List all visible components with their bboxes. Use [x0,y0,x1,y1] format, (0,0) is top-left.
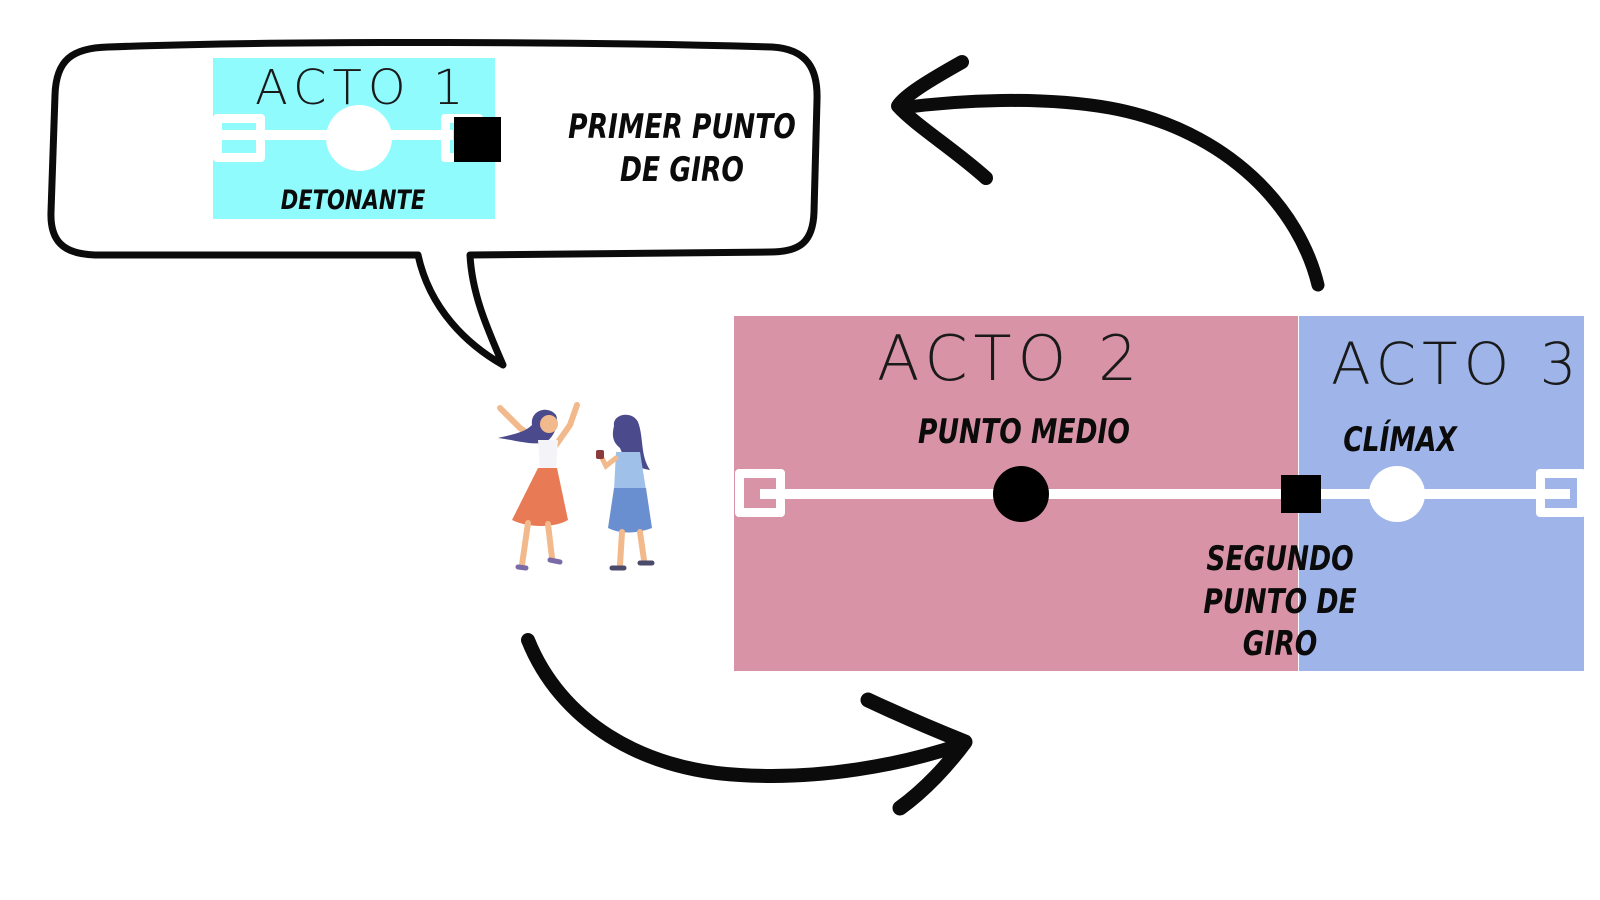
act1-marker-label: DETONANTE [280,185,426,216]
midpoint-label: PUNTO MEDIO [918,412,1130,452]
act2-start-marker [735,469,785,517]
forward-arrow [521,633,967,783]
return-arrow [893,93,1325,292]
climax-marker [1369,466,1425,522]
first-turning-point-label: PRIMER PUNTO DE GIRO [568,107,796,190]
act3-title: ACTO 3 [1331,330,1583,398]
act1-panel: ACTO 1 DETONANTE [213,58,495,219]
second-turning-point-marker [1281,475,1321,513]
forward-arrow-head [860,692,973,816]
second-turning-point-label: SEGUNDO PUNTO DE GIRO [1203,539,1357,664]
act1-inciting-incident-marker [326,105,392,171]
midpoint-marker [993,466,1049,522]
speech-bubble-outline [47,38,821,369]
act2-act3-timeline-track [760,489,1570,499]
act1-start-marker [213,114,265,162]
act2-title: ACTO 2 [877,322,1144,395]
act3-end-marker [1536,469,1586,517]
climax-label: CLÍMAX [1343,420,1457,460]
return-arrow-head [891,55,993,185]
woman-left-figure [497,402,580,571]
woman-right-figure [596,414,655,571]
first-turning-point-marker [454,117,501,162]
